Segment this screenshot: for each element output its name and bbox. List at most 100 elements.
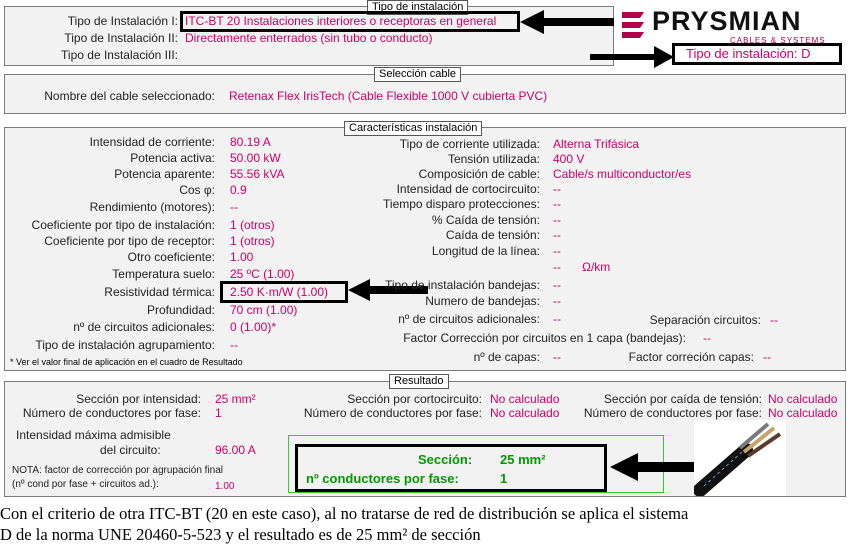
caption-line-2: D de la norma UNE 20460-5-523 y el resul… (0, 525, 481, 544)
prysmian-logo-mark-icon (622, 12, 644, 38)
tipo-d-box (672, 43, 842, 65)
coef-instalacion-value: 1 (otros) (230, 218, 275, 232)
profundidad-label: Profundidad: (146, 303, 215, 317)
caption-line-1: Con el criterio de otra ITC-BT (20 en es… (0, 504, 689, 523)
tipo-d-label: Tipo de instalación: D (686, 46, 811, 61)
seleccion-cable-legend: Selección cable (374, 67, 462, 82)
tipo-instalacion-iii-label: Tipo de Instalación III: (61, 48, 178, 62)
potencia-aparente-value: 55.56 kVA (230, 167, 285, 181)
intensidad-max-label-2: del circuito: (100, 443, 161, 457)
pct-caida-label: % Caída de tensión: (431, 213, 540, 227)
composicion-label: Composición de cable: (418, 167, 540, 181)
circuitos-adicionales-label: nº de circuitos adicionales: (73, 320, 215, 334)
conductores-final-label: nº conductores por fase: (306, 471, 459, 486)
potencia-activa-label: Potencia activa: (130, 151, 215, 165)
bandejas-tipo-value: -- (553, 278, 561, 292)
pct-caida-value: -- (553, 213, 561, 227)
otro-coef-label: Otro coeficiente: (127, 250, 215, 264)
longitud-label: Longitud de la línea: (431, 244, 540, 258)
bandejas-circuitos-value: -- (553, 312, 561, 326)
caracteristicas-panel (4, 127, 846, 371)
num-cond-1-label: Número de conductores por fase: (22, 406, 201, 420)
longitud-value: -- (553, 244, 561, 258)
arrow-left-icon-2 (348, 279, 428, 301)
disparo-value: -- (553, 197, 561, 211)
cable-name-value[interactable]: Retenax Flex IrisTech (Cable Flexible 10… (229, 89, 548, 103)
capas-value: -- (553, 350, 561, 364)
num-cond-3-label: Número de conductores por fase: (583, 406, 762, 420)
seccion-final-label: Sección: (418, 452, 473, 467)
factor-1capa-label: Factor Corrección por circuitos en 1 cap… (403, 331, 686, 345)
cable-image (694, 420, 786, 496)
coef-receptor-value: 1 (otros) (230, 234, 275, 248)
tension-value: 400 V (553, 152, 585, 166)
composicion-value: Cable/s multiconductor/es (553, 167, 692, 181)
tipo-instalacion-i-label: Tipo de Instalación I: (67, 14, 178, 28)
nota-value: 1.00 (215, 481, 235, 492)
num-cond-2-value: No calculado (490, 406, 560, 420)
arrow-left-icon (520, 10, 614, 34)
conductores-final-value: 1 (500, 471, 508, 486)
agrupamiento-value: -- (230, 338, 238, 352)
caida-value: -- (553, 228, 561, 242)
intensidad-value: 80.19 A (230, 135, 271, 149)
bandejas-numero-value: -- (553, 294, 561, 308)
intensidad-max-label-1: Intensidad máxima admisible (16, 428, 171, 442)
caida-label: Caída de tensión: (445, 228, 540, 242)
tipo-corriente-label: Tipo de corriente utilizada: (399, 137, 540, 151)
cos-phi-label: Cos φ: (179, 183, 215, 197)
seccion-cortocircuito-value: No calculado (490, 392, 560, 406)
seccion-caida-value: No calculado (768, 392, 838, 406)
tipo-instalacion-ii-value[interactable]: Directamente enterrados (sin tubo o cond… (185, 31, 433, 45)
agrupamiento-label: Tipo de instalación agrupamiento: (35, 338, 215, 352)
tension-label: Tensión utilizada: (447, 152, 540, 166)
tipo-instalacion-ii-label: Tipo de Instalación II: (64, 31, 178, 45)
intensidad-max-value: 96.00 A (215, 443, 256, 457)
arrow-right-icon (590, 46, 674, 68)
potencia-activa-value: 50.00 kW (230, 151, 281, 165)
separacion-label: Separación circuitos: (649, 313, 761, 327)
cortocircuito-label: Intensidad de cortocircuito: (396, 182, 540, 196)
intensidad-label: Intensidad de corriente: (89, 135, 215, 149)
factor-capas-label: Factor correción capas: (628, 350, 754, 364)
coef-instalacion-label: Coeficiente por tipo de instalación: (31, 218, 215, 232)
bandejas-circuitos-label: nº de circuitos adicionales: (398, 312, 540, 326)
num-cond-1-value: 1 (215, 406, 222, 420)
caracteristicas-legend: Características instalación (344, 121, 483, 136)
resistividad-value: 2.50 K·m/W (1.00) (230, 285, 329, 299)
omega-value: -- (553, 260, 561, 274)
circuitos-adicionales-value: 0 (1.00)* (230, 320, 277, 334)
profundidad-value: 70 cm (1.00) (230, 303, 298, 317)
highlight-box-itc (180, 11, 520, 32)
nota-label-2: (nº cond por fase + circuitos ad.): (12, 479, 159, 490)
arrow-left-icon-3 (610, 453, 694, 481)
rendimiento-label: Rendimiento (motores): (89, 200, 215, 214)
disparo-label: Tiempo disparo protecciones: (383, 197, 540, 211)
seccion-intensidad-label: Sección por intensidad: (76, 392, 201, 406)
factor-1capa-value: -- (703, 331, 711, 345)
factor-capas-value: -- (763, 350, 771, 364)
temp-suelo-value: 25 ºC (1.00) (230, 267, 295, 281)
seccion-final-value: 25 mm² (500, 452, 546, 467)
cos-phi-value: 0.9 (230, 183, 247, 197)
separacion-value: -- (770, 313, 778, 327)
cortocircuito-value: -- (553, 182, 561, 196)
highlight-box-resistividad (220, 281, 348, 303)
num-cond-3-value: No calculado (768, 406, 838, 420)
num-cond-2-label: Número de conductores por fase: (303, 406, 482, 420)
nota-label-1: NOTA: factor de corrección por agrupació… (12, 465, 224, 476)
prysmian-logo-subtitle: CABLES & SYSTEMS (730, 36, 826, 45)
omega-unit: Ω/km (582, 260, 611, 274)
cable-name-label: Nombre del cable seleccionado: (44, 89, 215, 103)
seccion-cortocircuito-label: Sección por cortocircuito: (347, 392, 482, 406)
coef-receptor-label: Coeficiente por tipo de receptor: (44, 234, 215, 248)
tipo-instalacion-panel (4, 6, 614, 66)
tipo-instalacion-i-value[interactable]: ITC-BT 20 Instalaciones interiores o rec… (185, 14, 497, 28)
resistividad-label: Resistividad térmica: (104, 285, 215, 299)
bandejas-tipo-label: Tipo de instalación bandejas: (385, 278, 540, 292)
tipo-corriente-value: Alterna Trifásica (553, 137, 640, 151)
rendimiento-value: -- (230, 200, 238, 214)
temp-suelo-label: Temperatura suelo: (112, 267, 215, 281)
footnote: * Ver el valor final de aplicación en el… (10, 357, 243, 367)
resultado-final-box (295, 444, 607, 492)
